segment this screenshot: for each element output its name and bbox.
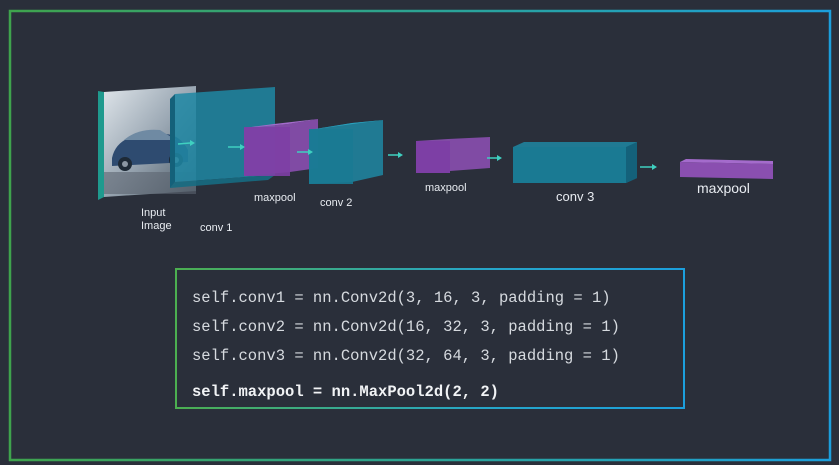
conv3-block <box>513 142 637 183</box>
code-line-conv3: self.conv3 = nn.Conv2d(32, 64, 3, paddin… <box>192 347 620 365</box>
maxpool2-block <box>416 137 490 173</box>
maxpool1-block <box>244 119 318 176</box>
arrow-maxpool1-conv2 <box>297 149 313 155</box>
arrow-conv1-maxpool1 <box>228 144 245 150</box>
maxpool3-block <box>680 159 773 179</box>
code-line-conv1: self.conv1 = nn.Conv2d(3, 16, 3, padding… <box>192 289 611 307</box>
code-block: self.conv1 = nn.Conv2d(3, 16, 3, padding… <box>175 268 685 409</box>
maxpool2-label: maxpool <box>425 182 467 194</box>
maxpool3-label: maxpool <box>697 180 750 196</box>
code-line-maxpool: self.maxpool = nn.MaxPool2d(2, 2) <box>192 383 499 401</box>
input-label-line1: Input <box>141 207 165 219</box>
arrow-conv3-maxpool3 <box>640 164 657 170</box>
maxpool1-label: maxpool <box>254 192 296 204</box>
conv2-label: conv 2 <box>320 197 352 209</box>
outer-frame <box>8 9 832 462</box>
arrow-conv2-maxpool2 <box>388 152 403 158</box>
conv1-label: conv 1 <box>200 222 232 234</box>
arrow-input-conv1 <box>177 140 195 146</box>
arrow-maxpool2-conv3 <box>487 155 502 161</box>
conv2-block <box>309 120 383 184</box>
conv3-label: conv 3 <box>556 189 594 204</box>
code-line-conv2: self.conv2 = nn.Conv2d(16, 32, 3, paddin… <box>192 318 620 336</box>
input-label-line2: Image <box>141 220 172 232</box>
